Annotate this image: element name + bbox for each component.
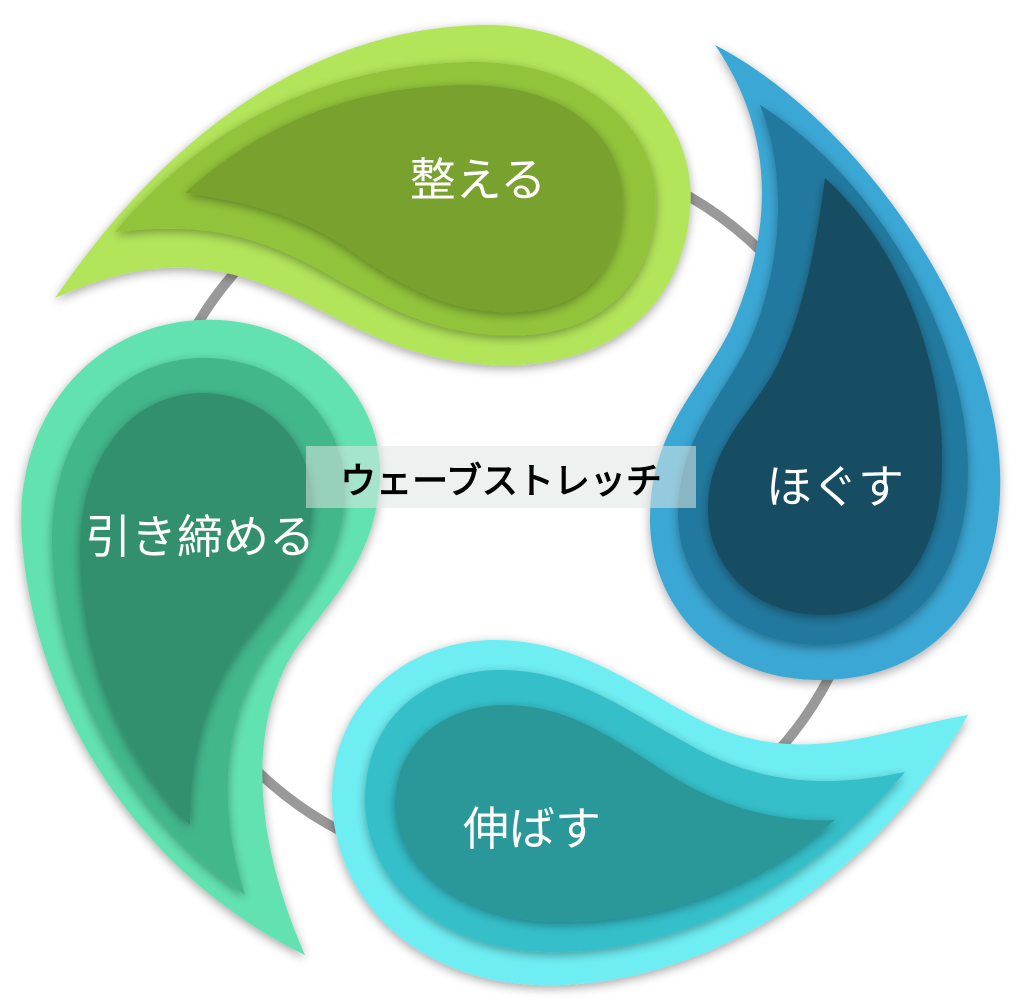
petal-green-label: 整える bbox=[410, 153, 547, 207]
petal-teal-inner bbox=[80, 392, 313, 825]
petal-teal: 引き締める bbox=[21, 319, 381, 955]
center-title-backdrop bbox=[306, 446, 696, 508]
petal-cyan-inner bbox=[395, 705, 835, 922]
petal-green: 整える bbox=[55, 24, 691, 366]
petal-teal-label: 引き締める bbox=[85, 510, 315, 564]
center-title: ウェーブストレッチ bbox=[340, 460, 662, 502]
petal-blue: ほぐす bbox=[650, 45, 1001, 680]
petal-cyan: 伸ばす bbox=[331, 640, 969, 986]
petal-blue-inner bbox=[708, 178, 943, 615]
center-title-group: ウェーブストレッチ bbox=[306, 446, 696, 508]
petal-green-inner bbox=[185, 85, 623, 313]
petal-blue-label: ほぐす bbox=[766, 460, 904, 514]
petal-cyan-label: 伸ばす bbox=[463, 802, 601, 856]
